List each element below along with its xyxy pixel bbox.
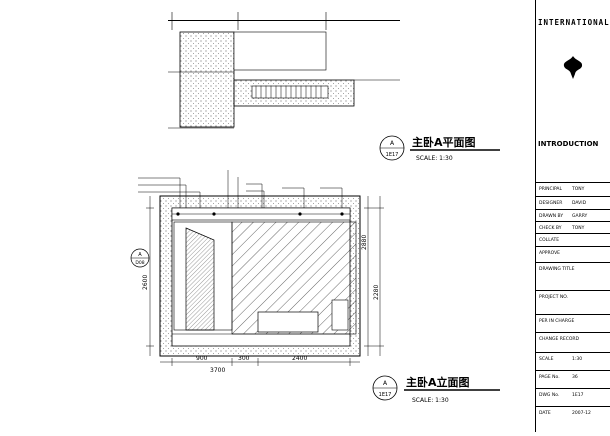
- elevation-bedside-lamp: [331, 299, 349, 331]
- field-value: TONY: [572, 187, 585, 192]
- elevation-wardrobe: [173, 221, 233, 331]
- field-row: CHANGE RECORD: [536, 332, 610, 346]
- dim-bottom-1: 300: [238, 355, 250, 362]
- field-row: SCALE 1:30: [536, 352, 610, 366]
- field-label: DESIGNER: [539, 201, 563, 206]
- field-label: COLLATE: [539, 238, 560, 243]
- field-label: CHANGE RECORD: [539, 337, 579, 342]
- plan-title: 主卧A平面图: [412, 135, 476, 149]
- plan-wall-left: [179, 31, 235, 128]
- plan-marker-top: A: [390, 140, 395, 147]
- field-label: DWG No.: [539, 393, 560, 398]
- company-logo: [563, 56, 583, 79]
- elevation-marker-top: A: [383, 380, 388, 387]
- field-row: PER IN CHARGE: [536, 314, 610, 328]
- field-label: CHECK BY: [539, 226, 562, 231]
- field-row: COLLATE: [536, 233, 610, 247]
- field-label: PRINCIPAL: [539, 187, 563, 192]
- elevation-marker-bottom: 1E17: [379, 392, 392, 398]
- field-label: SCALE: [539, 357, 554, 362]
- plan-marker-bottom: 1E17: [386, 152, 399, 158]
- field-row: DRAWN BY GARRY: [536, 209, 610, 223]
- elevation-view: 2600 2880 2280 900 300 3700 2400 A D08: [130, 170, 500, 404]
- field-row: PROJECT NO.: [536, 290, 610, 304]
- elevation-side-marker: A D08: [130, 248, 150, 268]
- field-value: TONY: [572, 226, 585, 231]
- elevation-scale: SCALE: 1:30: [412, 397, 449, 404]
- field-row: PRINCIPAL TONY: [536, 182, 610, 196]
- plan-dim-line: [168, 20, 400, 21]
- field-row: DATE 2007-12: [536, 406, 610, 420]
- field-label: DRAWN BY: [539, 214, 564, 219]
- field-value: 2007-12: [572, 411, 591, 416]
- plan-scale: SCALE: 1:30: [416, 155, 453, 162]
- elevation-title-marker: A 1E17: [372, 375, 398, 401]
- field-value: GARRY: [572, 214, 588, 219]
- dim-bottom-3: 2400: [292, 355, 307, 362]
- field-row: DWG No. 1E17: [536, 388, 610, 402]
- introduction-title: INTRODUCTION: [538, 140, 599, 148]
- dim-bottom-2: 3700: [210, 367, 225, 374]
- field-row: DRAWING TITLE: [536, 262, 610, 276]
- field-label: DRAWING TITLE: [539, 267, 575, 272]
- field-value: DAVID: [572, 201, 587, 206]
- elevation-title: 主卧A立面图: [406, 375, 470, 389]
- field-row: CHECK BY TONY: [536, 221, 610, 235]
- elevation-bed: [257, 311, 319, 333]
- field-label: PAGE No.: [539, 375, 560, 380]
- plan-title-marker: A 1E17: [379, 135, 405, 161]
- side-marker-top: A: [138, 252, 142, 258]
- dim-left-0: 2600: [142, 275, 149, 290]
- plan-room: [233, 31, 327, 71]
- side-marker-bottom: D08: [135, 260, 144, 266]
- field-value: 1:30: [572, 357, 583, 362]
- field-label: PROJECT NO.: [539, 295, 569, 300]
- plan-radiator: [251, 85, 329, 99]
- dim-bottom-0: 900: [196, 355, 208, 362]
- field-label: DATE: [539, 411, 551, 416]
- company-name: INTERNATIONAL: [538, 18, 610, 27]
- dim-right-1: 2280: [373, 285, 380, 300]
- field-row: PAGE No. 36: [536, 370, 610, 384]
- elevation-wardrobe-door: [185, 227, 215, 331]
- drawing-canvas: A 1E17 主卧A平面图 SCALE: 1:30: [130, 12, 500, 404]
- dim-right-0: 2880: [361, 235, 368, 250]
- field-value: 1E17: [572, 393, 584, 398]
- elevation-dims-right: [364, 196, 384, 356]
- elevation-dims-bottom: [160, 358, 360, 366]
- field-label: PER IN CHARGE: [539, 319, 575, 324]
- elevation-leaders: [138, 170, 343, 208]
- plan-view: A 1E17 主卧A平面图 SCALE: 1:30: [168, 12, 500, 162]
- elevation-dims-left: [146, 196, 154, 356]
- field-label: APPROVE: [539, 251, 561, 256]
- field-row: APPROVE: [536, 246, 610, 260]
- field-row: DESIGNER DAVID: [536, 196, 610, 210]
- title-block: INTERNATIONAL INTRODUCTION PRINCIPAL TONY…: [535, 0, 610, 432]
- field-value: 36: [572, 375, 578, 380]
